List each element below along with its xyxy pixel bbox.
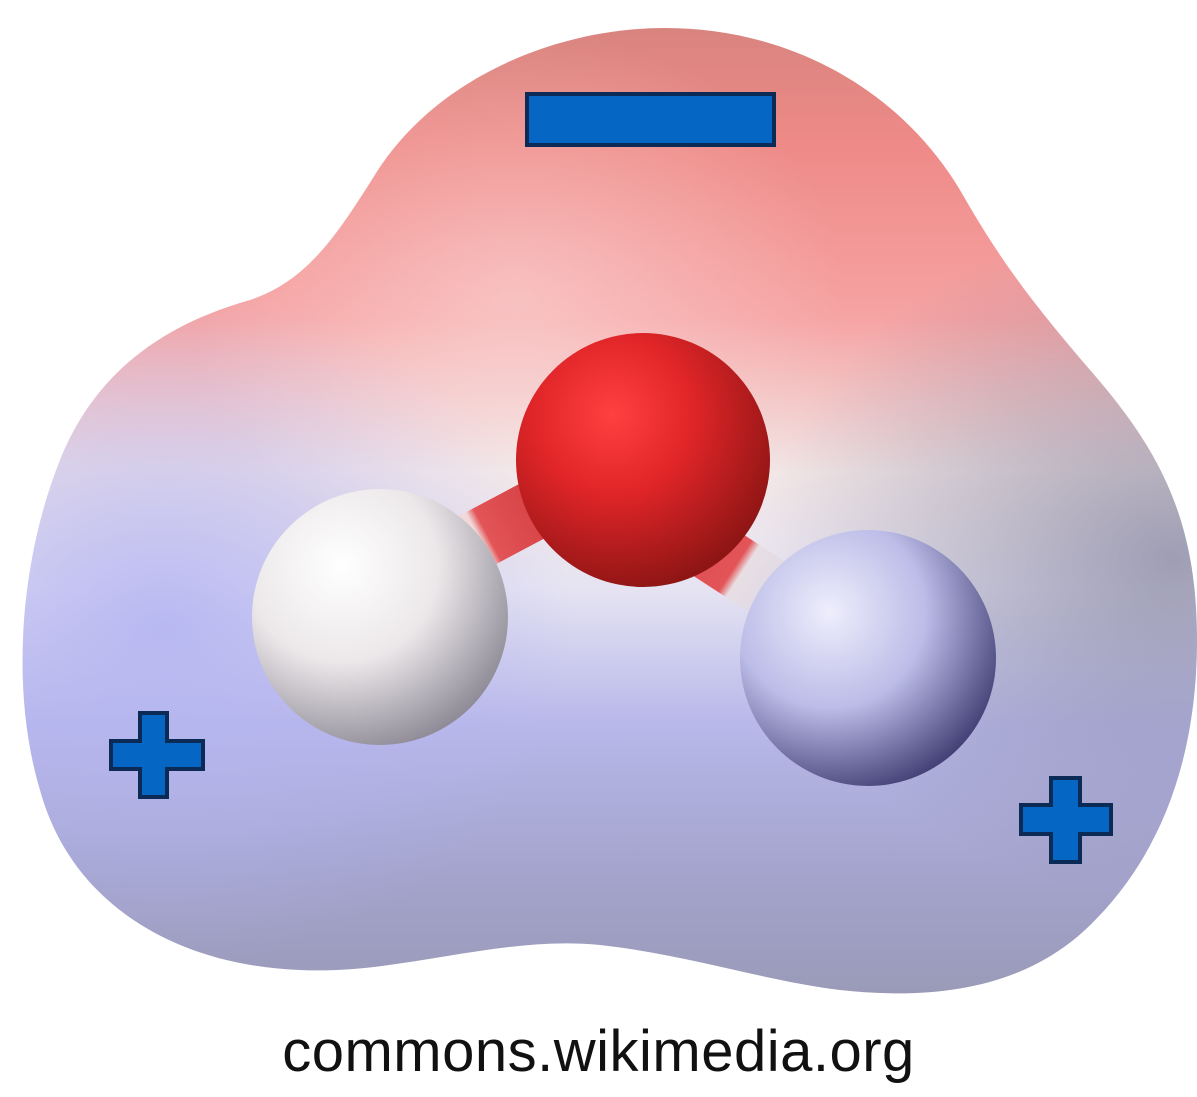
oxygen-atom [516,333,770,587]
negative-charge-icon [527,94,774,145]
hydrogen-left-atom [252,489,508,745]
water-molecule-diagram [0,0,1197,1000]
hydrogen-right-atom [740,530,996,786]
source-credit: commons.wikimedia.org [0,1018,1197,1085]
